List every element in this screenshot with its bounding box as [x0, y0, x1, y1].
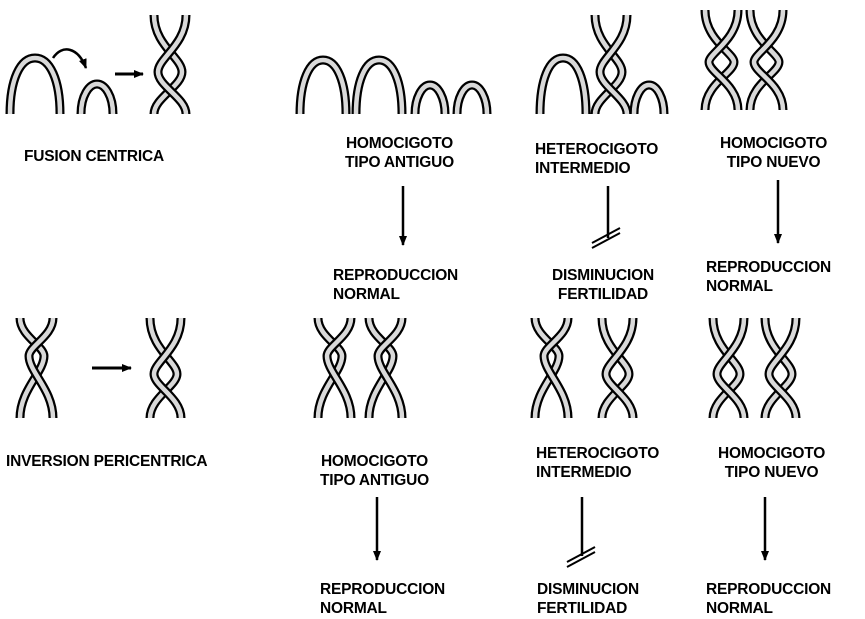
fusion-out1-label: REPRODUCCION NORMAL: [333, 266, 458, 304]
inversion-col2-label: HETEROCIGOTO INTERMEDIO: [536, 444, 659, 482]
label-line: FERTILIDAD: [537, 599, 639, 618]
label-line: NORMAL: [706, 599, 831, 618]
label-line: HOMOCIGOTO: [345, 134, 454, 153]
fusion-karyotype-old: [300, 60, 487, 114]
label-line: REPRODUCCION: [320, 580, 445, 599]
inversion-karyotype-new: [713, 318, 796, 418]
metacentric-chromosome: [154, 15, 186, 114]
label-line: HOMOCIGOTO: [320, 452, 429, 471]
inversion-col1-label: HOMOCIGOTO TIPO ANTIGUO: [320, 452, 429, 490]
label-line: TIPO NUEVO: [720, 153, 827, 172]
inversion-karyotype-old: [318, 318, 402, 418]
label-line: INTERMEDIO: [536, 463, 659, 482]
inversion-scheme: [20, 318, 181, 418]
fusion-karyotype-new: [705, 10, 783, 110]
label-line: FERTILIDAD: [552, 285, 654, 304]
inversion-out1-label: REPRODUCCION NORMAL: [320, 580, 445, 618]
label-line: HETEROCIGOTO: [535, 140, 658, 159]
submetacentric-chromosome: [20, 318, 53, 418]
fusion-out3-label: REPRODUCCION NORMAL: [706, 258, 831, 296]
inversion-col3-label: HOMOCIGOTO TIPO NUEVO: [718, 444, 825, 482]
inversion-title: INVERSION PERICENTRICA: [6, 452, 207, 471]
inverted-chromosome: [150, 318, 181, 418]
fusion-col1-label: HOMOCIGOTO TIPO ANTIGUO: [345, 134, 454, 172]
label-line: REPRODUCCION: [706, 258, 831, 277]
blocked-arrow-hetero-2: [567, 497, 595, 567]
label-line: NORMAL: [706, 277, 831, 296]
inversion-out2-label: DISMINUCION FERTILIDAD: [537, 580, 639, 618]
label-line: NORMAL: [333, 285, 458, 304]
acrocentric-chromosome: [10, 58, 60, 114]
inversion-out3-label: REPRODUCCION NORMAL: [706, 580, 831, 618]
label-line: DISMINUCION: [552, 266, 654, 285]
fusion-col2-label: HETEROCIGOTO INTERMEDIO: [535, 140, 658, 178]
small-acrocentric-chromosome: [81, 84, 113, 114]
label-line: DISMINUCION: [537, 580, 639, 599]
label-line: NORMAL: [320, 599, 445, 618]
fusion-col3-label: HOMOCIGOTO TIPO NUEVO: [720, 134, 827, 172]
fusion-title: FUSION CENTRICA: [24, 147, 164, 166]
curved-arrow: [53, 49, 86, 68]
fusion-out2-label: DISMINUCION FERTILIDAD: [552, 266, 654, 304]
blocked-arrow-hetero: [592, 186, 620, 248]
label-line: TIPO ANTIGUO: [320, 471, 429, 490]
label-line: REPRODUCCION: [333, 266, 458, 285]
label-line: TIPO ANTIGUO: [345, 153, 454, 172]
label-line: HOMOCIGOTO: [720, 134, 827, 153]
label-line: HOMOCIGOTO: [718, 444, 825, 463]
label-line: INTERMEDIO: [535, 159, 658, 178]
label-line: REPRODUCCION: [706, 580, 831, 599]
fusion-karyotype-hetero: [540, 15, 664, 114]
fusion-scheme: [10, 15, 186, 114]
label-line: TIPO NUEVO: [718, 463, 825, 482]
label-line: HETEROCIGOTO: [536, 444, 659, 463]
inversion-karyotype-hetero: [535, 318, 633, 418]
